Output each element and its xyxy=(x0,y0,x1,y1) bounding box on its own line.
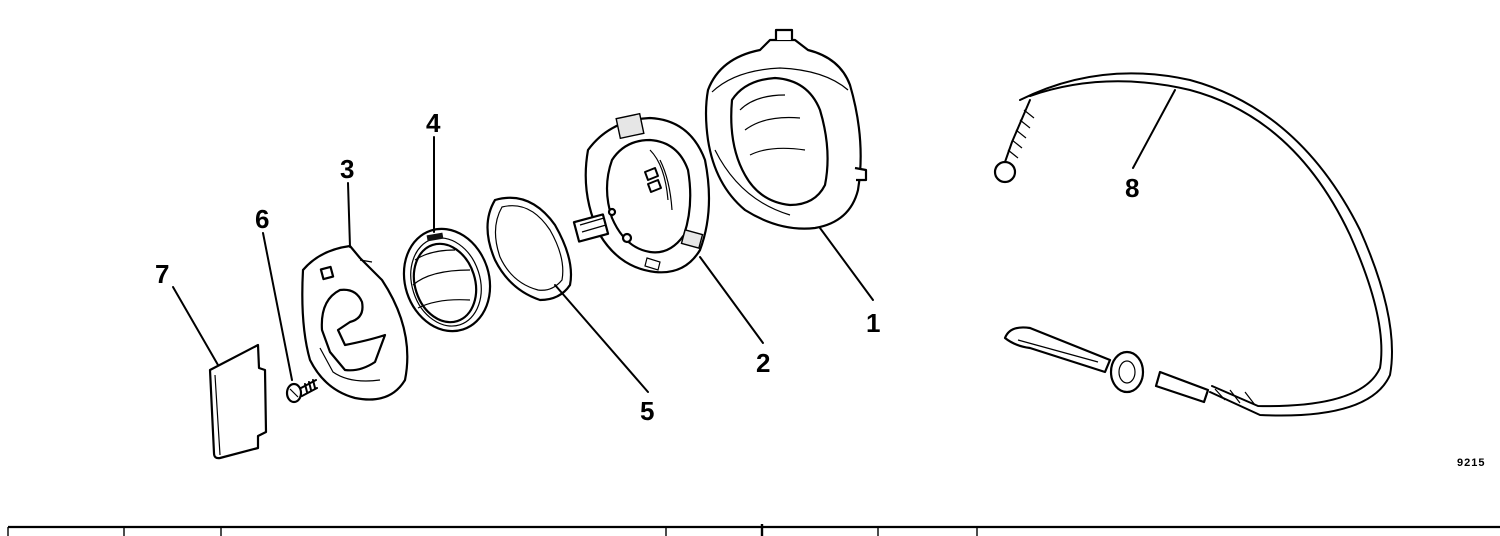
callout-3: 3 xyxy=(340,154,354,184)
callout-8: 8 xyxy=(1125,173,1139,203)
callout-2: 2 xyxy=(756,348,770,378)
callout-1: 1 xyxy=(866,308,880,338)
figure-number: 9215 xyxy=(1457,457,1485,469)
part-6-screw xyxy=(285,379,318,404)
part-4-spring-housing xyxy=(402,227,492,333)
part-2-ratchet-ring xyxy=(572,112,711,274)
callout-5: 5 xyxy=(640,396,654,426)
leader-lines xyxy=(172,89,1176,393)
part-8-lanyard xyxy=(993,72,1393,417)
part-5-o-ring xyxy=(486,196,573,302)
callout-6: 6 xyxy=(255,204,269,234)
parts-table-header xyxy=(7,524,1500,536)
callout-7: 7 xyxy=(155,259,169,289)
part-7-clip xyxy=(208,343,268,460)
part-1-housing xyxy=(704,28,868,230)
callout-4: 4 xyxy=(426,108,441,138)
part-3-plate xyxy=(301,244,409,401)
